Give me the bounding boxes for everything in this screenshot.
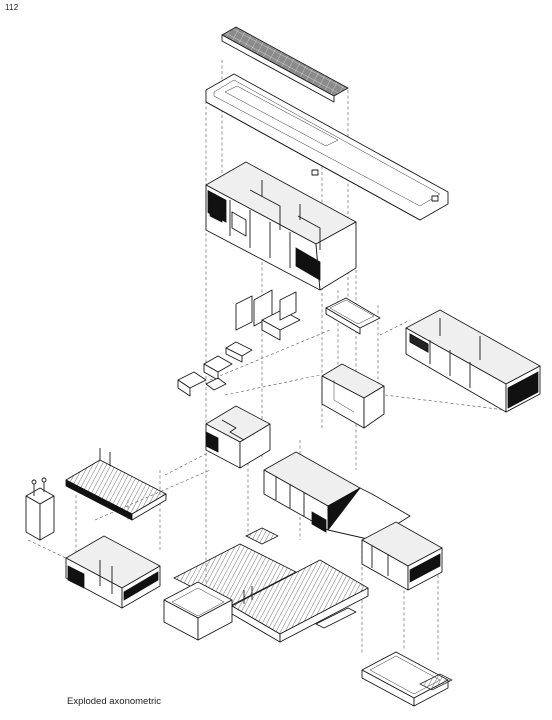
left-lower-room bbox=[65, 535, 161, 609]
left-terrace-canopy bbox=[65, 448, 167, 521]
utility-block-upper bbox=[325, 297, 381, 335]
stair-core bbox=[321, 363, 385, 429]
page-number: 112 bbox=[5, 3, 19, 12]
figure-caption: Exploded axonometric bbox=[67, 696, 161, 707]
planter-box bbox=[361, 651, 453, 707]
right-wing-volume bbox=[405, 309, 541, 413]
upper-floor-volume bbox=[205, 161, 357, 291]
stair-volume-left bbox=[205, 405, 271, 469]
furniture-kitchen-units bbox=[177, 289, 301, 397]
solar-panel-array bbox=[221, 26, 349, 103]
ground-slab-base bbox=[163, 527, 369, 643]
roof-slab bbox=[205, 73, 449, 221]
water-heater-unit bbox=[25, 477, 55, 541]
right-lower-volume bbox=[361, 521, 443, 591]
